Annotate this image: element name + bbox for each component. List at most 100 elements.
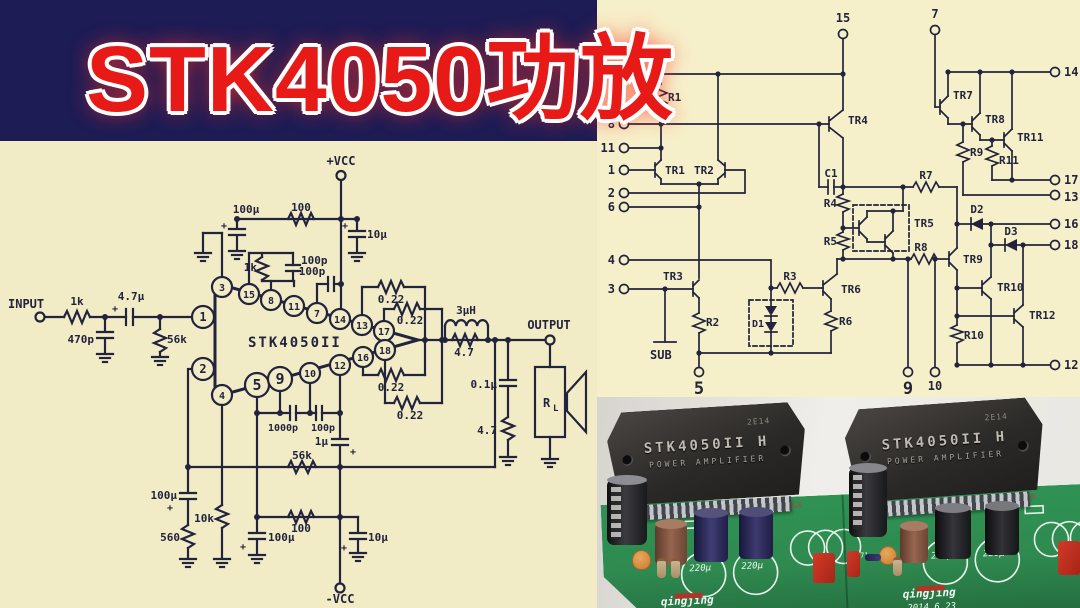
svg-text:R3: R3 bbox=[783, 270, 796, 283]
svg-text:470p: 470p bbox=[68, 333, 95, 346]
resistor-beige bbox=[657, 558, 666, 578]
load-sub: L bbox=[553, 404, 559, 414]
svg-text:TR3: TR3 bbox=[663, 270, 683, 283]
svg-text:TR9: TR9 bbox=[963, 253, 983, 266]
pin-label: 16 bbox=[357, 353, 369, 364]
vcc-pos-label: +VCC bbox=[327, 154, 356, 168]
pin-label: 2 bbox=[199, 362, 206, 376]
svg-text:R6: R6 bbox=[839, 315, 853, 328]
svg-text:560: 560 bbox=[160, 531, 180, 544]
svg-text:TR11: TR11 bbox=[1017, 131, 1044, 144]
electrolytic-cap-navy bbox=[739, 507, 773, 559]
svg-text:0.1μ: 0.1μ bbox=[471, 378, 498, 391]
vcc-neg-label: -VCC bbox=[326, 592, 355, 606]
svg-text:TR6: TR6 bbox=[841, 283, 861, 296]
pin-label: 4 bbox=[219, 391, 225, 402]
svg-text:+: + bbox=[221, 221, 227, 232]
pin-label: 7 bbox=[314, 309, 320, 320]
pin-label: 1 bbox=[199, 310, 206, 324]
pin-label: 13 bbox=[356, 321, 368, 332]
svg-text:15: 15 bbox=[836, 11, 850, 25]
svg-text:TR4: TR4 bbox=[848, 114, 868, 127]
electrolytic-cap-black bbox=[935, 503, 971, 559]
svg-text:1: 1 bbox=[608, 163, 615, 177]
film-cap-red bbox=[847, 551, 860, 577]
svg-text:R11: R11 bbox=[999, 154, 1019, 167]
svg-text:TR8: TR8 bbox=[985, 113, 1005, 126]
module-date-code: 2E14 bbox=[746, 416, 771, 427]
pin-label: 8 bbox=[268, 296, 274, 307]
svg-text:10: 10 bbox=[928, 379, 942, 393]
junction-dots bbox=[658, 69, 1026, 368]
svg-text:1k: 1k bbox=[244, 261, 258, 274]
date-silk: 2014.6.23 bbox=[907, 602, 956, 608]
svg-text:0.22: 0.22 bbox=[378, 293, 405, 306]
application-schematic-panel: 3 15 8 11 7 14 13 17 1 2 4 5 9 10 12 16 … bbox=[0, 141, 597, 608]
svg-text:TR2: TR2 bbox=[694, 164, 714, 177]
electrolytic-cap-navy bbox=[694, 508, 728, 562]
svg-text:1k: 1k bbox=[70, 295, 84, 308]
svg-text:100p: 100p bbox=[311, 423, 335, 434]
svg-text:16: 16 bbox=[1064, 217, 1078, 231]
svg-text:6: 6 bbox=[608, 200, 615, 214]
vcc-neg-terminal bbox=[334, 582, 346, 594]
svg-text:TR7: TR7 bbox=[953, 89, 973, 102]
svg-text:+: + bbox=[341, 543, 347, 554]
svg-text:17: 17 bbox=[1064, 173, 1078, 187]
svg-text:0.22: 0.22 bbox=[397, 314, 424, 327]
svg-text:100: 100 bbox=[291, 201, 311, 214]
pin-label: 11 bbox=[288, 302, 300, 313]
sub-label: SUB bbox=[650, 348, 672, 362]
svg-text:11: 11 bbox=[601, 141, 615, 155]
svg-text:1000p: 1000p bbox=[268, 423, 298, 434]
svg-text:9: 9 bbox=[903, 379, 913, 397]
junction-dots bbox=[102, 216, 511, 520]
svg-text:0.22: 0.22 bbox=[378, 381, 405, 394]
electrolytic-cap-brown bbox=[900, 521, 928, 563]
svg-text:R9: R9 bbox=[970, 146, 983, 159]
application-schematic: 3 15 8 11 7 14 13 17 1 2 4 5 9 10 12 16 … bbox=[8, 154, 588, 606]
pin-label: 15 bbox=[243, 290, 255, 301]
ic-pin-labels: 3 15 8 11 7 14 13 17 1 2 4 5 9 10 12 16 … bbox=[199, 283, 391, 402]
svg-text:13: 13 bbox=[1064, 190, 1078, 204]
electrolytic-cap-large bbox=[849, 463, 887, 537]
electrolytic-cap-large bbox=[607, 475, 647, 545]
banner-title: STK4050功放 bbox=[86, 27, 674, 131]
svg-text:R4: R4 bbox=[824, 197, 838, 210]
svg-text:TR5: TR5 bbox=[914, 217, 934, 230]
electrolytic-cap-black bbox=[985, 501, 1019, 555]
svg-text:2: 2 bbox=[608, 186, 615, 200]
svg-text:+: + bbox=[240, 542, 246, 553]
svg-text:220μ: 220μ bbox=[741, 561, 764, 572]
input-terminal bbox=[34, 311, 46, 323]
pin-label: 12 bbox=[334, 361, 346, 372]
svg-text:+: + bbox=[167, 503, 173, 514]
internal-schematic: 15 7 8 11 1 2 6 4 3 14 17 13 16 18 12 5 … bbox=[601, 7, 1079, 397]
pin-label: 3 bbox=[219, 283, 225, 294]
svg-text:100μ: 100μ bbox=[233, 203, 260, 216]
pin-label: 10 bbox=[304, 369, 316, 380]
svg-text:+: + bbox=[342, 221, 348, 232]
svg-text:R7: R7 bbox=[919, 169, 932, 182]
svg-text:R8: R8 bbox=[914, 241, 927, 254]
svg-text:8: 8 bbox=[608, 117, 615, 131]
ic-name: STK4050II bbox=[248, 335, 342, 351]
svg-text:+: + bbox=[112, 304, 118, 315]
svg-text:10μ: 10μ bbox=[367, 228, 387, 241]
input-label: INPUT bbox=[8, 297, 44, 311]
ground-symbols bbox=[95, 249, 560, 569]
resistor-beige bbox=[893, 557, 902, 576]
device-labels: TR1 TR2 TR3 TR4 TR5 TR6 TR7 TR8 TR9 TR10… bbox=[663, 89, 1056, 342]
svg-text:0.22: 0.22 bbox=[397, 409, 424, 422]
svg-text:56k: 56k bbox=[292, 449, 312, 462]
svg-text:3μH: 3μH bbox=[456, 304, 476, 317]
svg-text:D2: D2 bbox=[970, 203, 983, 216]
svg-text:R2: R2 bbox=[706, 316, 719, 329]
svg-text:220μ: 220μ bbox=[689, 563, 712, 574]
title-banner: STK4050功放 bbox=[0, 0, 673, 141]
svg-text:R5: R5 bbox=[824, 235, 837, 248]
pin-label: 9 bbox=[275, 370, 284, 388]
pin-label: 5 bbox=[252, 376, 261, 394]
component-labels: INPUT OUTPUT +VCC -VCC STK4050II 1k 470p… bbox=[8, 154, 571, 606]
